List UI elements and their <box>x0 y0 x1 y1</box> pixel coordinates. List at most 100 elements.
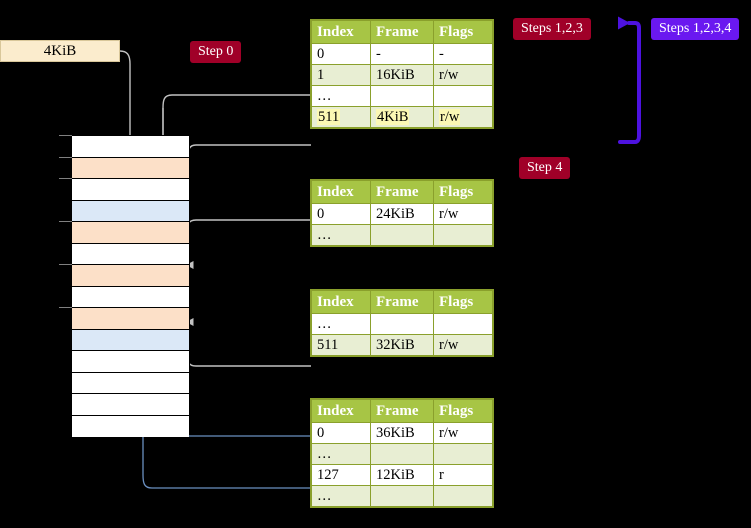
column-header-frame: Frame <box>370 399 434 423</box>
badge-steps-1234: Steps 1,2,3,4 <box>651 18 740 40</box>
cell-index: 127 <box>311 464 371 486</box>
badge-step-0: Step 0 <box>190 41 242 63</box>
connector-t1r511-to-mem <box>187 144 311 158</box>
table-row[interactable]: 127 12KiB r <box>311 464 493 486</box>
memory-frame-row <box>72 351 189 373</box>
cell-index: 511 <box>311 334 371 356</box>
cell-flags <box>433 85 493 107</box>
memory-frame-row <box>72 394 189 416</box>
connector-t2r0-to-mem <box>186 219 311 252</box>
cell-index: 511 <box>311 106 371 128</box>
memory-frame-row <box>72 372 189 394</box>
column-header-index: Index <box>311 290 371 314</box>
memory-frame-row <box>59 264 189 287</box>
memory-frame-row <box>59 178 189 201</box>
cell-flags: r/w <box>433 106 493 128</box>
cell-index: 0 <box>311 203 371 225</box>
table-row-highlighted[interactable]: 511 4KiB r/w <box>311 106 493 128</box>
cell-flags: r/w <box>433 422 493 444</box>
cell-frame <box>370 224 434 246</box>
frame-tick <box>59 307 72 308</box>
cell-flags: r/w <box>433 64 493 86</box>
cell-flags: r/w <box>433 334 493 356</box>
column-header-index: Index <box>311 20 371 44</box>
memory-frame-row <box>59 135 189 158</box>
cell-index: 0 <box>311 43 371 65</box>
cell-index: … <box>311 485 371 507</box>
table-row[interactable]: 511 32KiB r/w <box>311 334 493 356</box>
cell-flags <box>433 313 493 335</box>
page-table-pt: Index Frame Flags 0 36KiB r/w … 127 12Ki… <box>311 399 493 507</box>
column-header-frame: Frame <box>370 180 434 204</box>
table-row[interactable]: … <box>311 224 493 246</box>
cell-frame: 24KiB <box>370 203 434 225</box>
cell-frame-text: 4KiB <box>376 109 410 125</box>
physical-memory-column <box>59 135 190 437</box>
memory-frame-row <box>72 329 189 351</box>
frame-tick <box>59 221 72 222</box>
memory-frame-row <box>59 156 189 179</box>
column-header-index: Index <box>311 399 371 423</box>
cell-flags <box>433 485 493 507</box>
cell-frame <box>370 85 434 107</box>
column-header-index: Index <box>311 180 371 204</box>
table-row[interactable]: … <box>311 85 493 107</box>
table-header-row: Index Frame Flags <box>311 180 493 204</box>
frame-tick <box>59 156 72 158</box>
frame-tick <box>59 178 72 179</box>
memory-frame-row <box>59 221 189 244</box>
memory-frame-row <box>72 243 189 265</box>
table-row[interactable]: 1 16KiB r/w <box>311 64 493 86</box>
cell-index: … <box>311 224 371 246</box>
column-header-flags: Flags <box>433 399 493 423</box>
column-header-flags: Flags <box>433 20 493 44</box>
table-row[interactable]: 0 36KiB r/w <box>311 422 493 444</box>
frame-size-label: 4KiB <box>0 40 120 62</box>
connector-t3r511-to-mem <box>186 330 311 367</box>
frame-tick <box>59 264 72 265</box>
column-header-flags: Flags <box>433 290 493 314</box>
badge-steps-123: Steps 1,2,3 <box>513 18 591 40</box>
table-row[interactable]: 0 24KiB r/w <box>311 203 493 225</box>
cell-frame: - <box>370 43 434 65</box>
cell-index: 1 <box>311 64 371 86</box>
cell-flags: r/w <box>433 203 493 225</box>
cell-frame: 4KiB <box>370 106 434 128</box>
frame-tick <box>59 135 72 136</box>
cell-index: … <box>311 85 371 107</box>
violet-bracket-arrow <box>618 16 641 144</box>
memory-frame-row <box>72 415 189 437</box>
cell-flags <box>433 224 493 246</box>
cell-index: 0 <box>311 422 371 444</box>
table-row[interactable]: … <box>311 443 493 465</box>
page-table-pdpt: Index Frame Flags 0 24KiB r/w … <box>311 180 493 246</box>
cell-frame: 36KiB <box>370 422 434 444</box>
memory-frame-row <box>59 307 189 330</box>
table-header-row: Index Frame Flags <box>311 399 493 423</box>
memory-frame-row <box>72 200 189 222</box>
cell-index-text: 511 <box>317 109 341 125</box>
table-row[interactable]: … <box>311 485 493 507</box>
cell-frame: 12KiB <box>370 464 434 486</box>
cell-frame: 32KiB <box>370 334 434 356</box>
cell-frame <box>370 443 434 465</box>
cell-index: … <box>311 443 371 465</box>
column-header-frame: Frame <box>370 290 434 314</box>
table-header-row: Index Frame Flags <box>311 290 493 314</box>
cell-flags: - <box>433 43 493 65</box>
table-header-row: Index Frame Flags <box>311 20 493 44</box>
cell-frame <box>370 313 434 335</box>
cell-index: … <box>311 313 371 335</box>
column-header-frame: Frame <box>370 20 434 44</box>
cell-flags <box>433 443 493 465</box>
cell-frame <box>370 485 434 507</box>
page-table-pd: Index Frame Flags … 511 32KiB r/w <box>311 290 493 356</box>
cell-frame: 16KiB <box>370 64 434 86</box>
page-table-pml4: Index Frame Flags 0 - - 1 16KiB r/w … <box>311 20 493 128</box>
table-row[interactable]: … <box>311 313 493 335</box>
cell-flags: r <box>433 464 493 486</box>
badge-step-4: Step 4 <box>519 157 571 179</box>
column-header-flags: Flags <box>433 180 493 204</box>
table-row[interactable]: 0 - - <box>311 43 493 65</box>
